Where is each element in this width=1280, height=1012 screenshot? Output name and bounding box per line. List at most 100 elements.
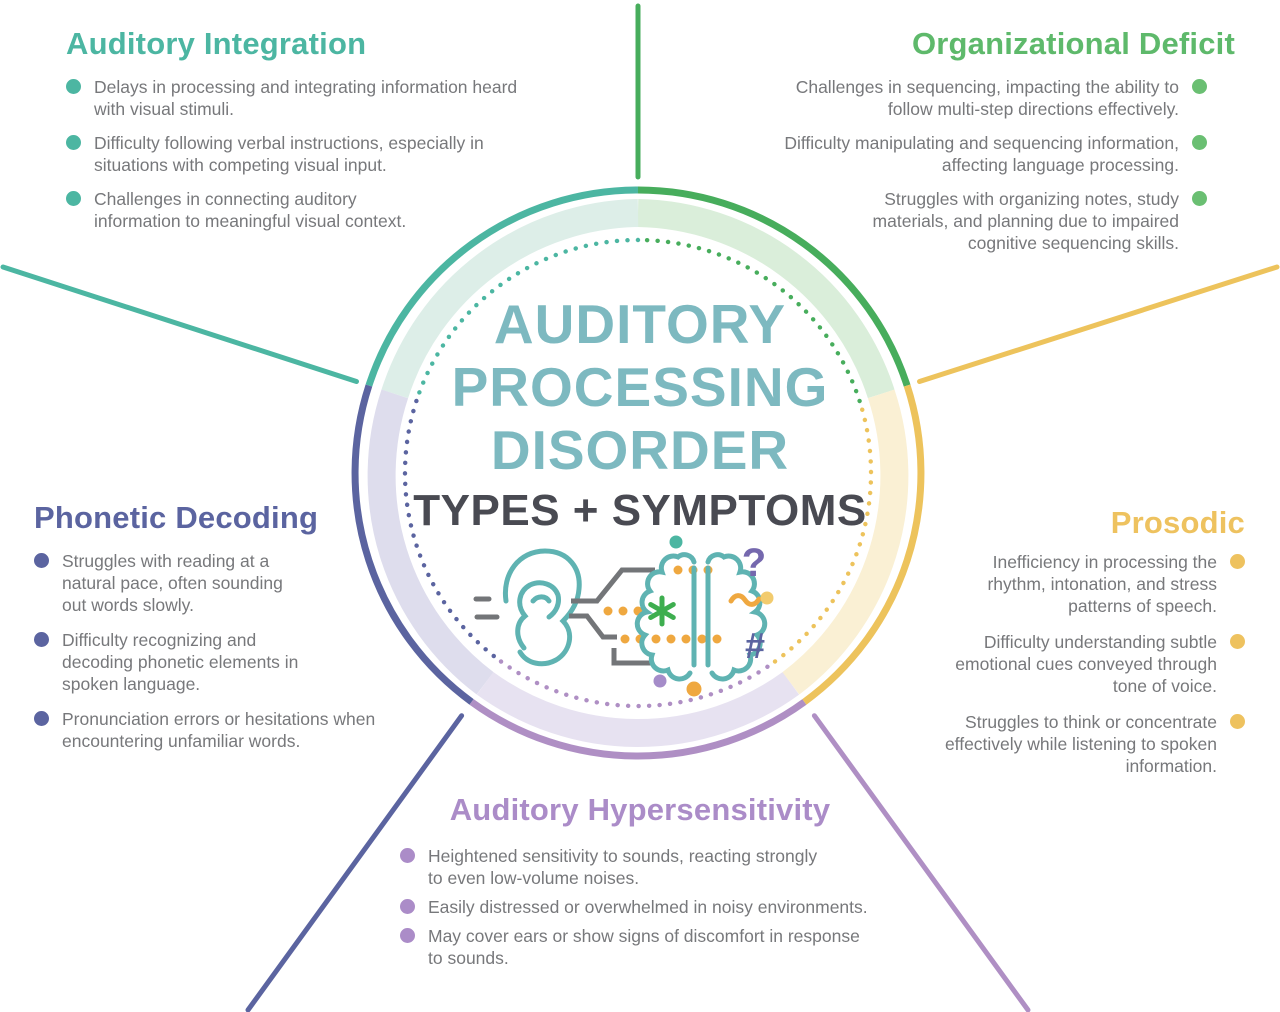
ring-arc-purple bbox=[469, 699, 807, 760]
dotted-arc-teal bbox=[414, 237, 641, 404]
bullet-dot bbox=[66, 135, 81, 150]
bullet-text: Difficulty following verbal instructions… bbox=[94, 133, 484, 175]
signal-dot bbox=[712, 634, 722, 644]
signal-dot bbox=[673, 565, 683, 575]
circuit-line bbox=[569, 613, 617, 640]
bullet-text: Pronunciation errors or hesitations when… bbox=[62, 709, 376, 751]
list-item: Struggles with reading at a natural pace… bbox=[34, 550, 454, 616]
bullet-text: Struggles with reading at a natural pace… bbox=[62, 551, 283, 615]
bullet-dot bbox=[1192, 135, 1207, 150]
bullet-dot bbox=[1192, 191, 1207, 206]
list-item: Challenges in connecting auditory inform… bbox=[66, 188, 626, 232]
section-phonetic-decoding: Phonetic Decoding Struggles with reading… bbox=[34, 500, 454, 765]
bullet-text: Struggles to think or concentrate effect… bbox=[944, 712, 1217, 776]
tilde-icon bbox=[728, 593, 762, 607]
list-item: Difficulty following verbal instructions… bbox=[66, 132, 626, 176]
accent-dot-orange bbox=[686, 681, 702, 697]
bullet-dot bbox=[1230, 714, 1245, 729]
title-line-2: PROCESSING bbox=[451, 356, 829, 418]
list-item: Difficulty understanding subtle emotiona… bbox=[845, 631, 1245, 697]
signal-dot bbox=[681, 634, 691, 644]
ear-icon bbox=[502, 548, 582, 667]
bullet-text: Easily distressed or overwhelmed in nois… bbox=[428, 897, 868, 917]
connector-line-yellow bbox=[917, 264, 1280, 384]
section-title-auditory-hypersensitivity: Auditory Hypersensitivity bbox=[449, 792, 831, 827]
sound-dashes-icon bbox=[473, 596, 500, 620]
brain-icon bbox=[634, 552, 768, 682]
bullet-dot bbox=[1192, 79, 1207, 94]
list-item: Difficulty manipulating and sequencing i… bbox=[715, 132, 1207, 176]
bullet-text: Inefficiency in processing the rhythm, i… bbox=[987, 552, 1217, 616]
bullet-dot bbox=[400, 848, 415, 863]
signal-dot bbox=[688, 565, 698, 575]
section-title: Organizational Deficit bbox=[911, 26, 1235, 61]
bullet-dot bbox=[66, 191, 81, 206]
ear-brain-icon: ? # bbox=[473, 535, 774, 697]
signal-dot bbox=[697, 634, 707, 644]
pale-band bbox=[367, 199, 909, 747]
list-item: Difficulty recognizing and decoding phon… bbox=[34, 629, 454, 695]
list-item: Inefficiency in processing the rhythm, i… bbox=[845, 551, 1245, 617]
dotted-arc-purple bbox=[498, 659, 778, 709]
accent-dot-yellow bbox=[760, 591, 774, 605]
section-title: Prosodic bbox=[1110, 505, 1245, 540]
circuit-line bbox=[611, 648, 652, 666]
signal-dot bbox=[703, 565, 713, 575]
section-organizational-deficit: Organizational Deficit Challenges in seq… bbox=[715, 26, 1235, 266]
title-line-1: AUDITORY bbox=[493, 293, 787, 355]
ear-inner-detail bbox=[530, 594, 552, 604]
list-item: Delays in processing and integrating inf… bbox=[66, 76, 626, 120]
signal-dot bbox=[635, 634, 645, 644]
signal-dots bbox=[603, 565, 722, 644]
section-title: Auditory Integration bbox=[66, 26, 367, 61]
bullet-text: Difficulty recognizing and decoding phon… bbox=[62, 630, 299, 694]
bullet-text: Difficulty manipulating and sequencing i… bbox=[784, 133, 1179, 175]
bullet-dot bbox=[1230, 634, 1245, 649]
circuit-lines-icon bbox=[569, 567, 655, 666]
bullet-text: Heightened sensitivity to sounds, reacti… bbox=[428, 846, 818, 888]
list-item: Easily distressed or overwhelmed in nois… bbox=[400, 896, 960, 918]
bullet-dot bbox=[34, 632, 49, 647]
list-item: Struggles to think or concentrate effect… bbox=[845, 711, 1245, 777]
bullet-dot bbox=[400, 928, 415, 943]
list-item: Heightened sensitivity to sounds, reacti… bbox=[400, 845, 960, 889]
circuit-line bbox=[571, 567, 655, 604]
bullet-text: Challenges in connecting auditory inform… bbox=[94, 189, 407, 231]
signal-dot bbox=[666, 634, 676, 644]
pale-band-purple bbox=[476, 671, 800, 747]
ear-inner-spiral bbox=[515, 580, 561, 651]
bullet-text: Difficulty understanding subtle emotiona… bbox=[955, 632, 1217, 696]
accent-dot-teal bbox=[669, 535, 683, 549]
section-title: Phonetic Decoding bbox=[34, 500, 319, 535]
section-prosodic: Prosodic Inefficiency in processing the … bbox=[845, 505, 1245, 791]
question-mark-icon: ? bbox=[742, 541, 766, 585]
title-line-3: DISORDER bbox=[490, 419, 790, 481]
list-item: Challenges in sequencing, impacting the … bbox=[715, 76, 1207, 120]
ear-outline bbox=[502, 548, 582, 667]
asterisk-icon bbox=[648, 602, 676, 620]
brain-right-hemisphere bbox=[705, 552, 768, 682]
bullet-dot bbox=[66, 79, 81, 94]
bullet-text: Challenges in sequencing, impacting the … bbox=[795, 77, 1179, 119]
asterisk-icon bbox=[648, 602, 676, 620]
bullet-dot bbox=[400, 899, 415, 914]
bullet-dot bbox=[34, 553, 49, 568]
list-item: Pronunciation errors or hesitations when… bbox=[34, 708, 454, 752]
dotted-ring bbox=[402, 237, 874, 709]
bullet-text: Struggles with organizing notes, study m… bbox=[872, 189, 1179, 253]
connector-line-teal bbox=[0, 264, 359, 384]
section-auditory-hypersensitivity: Heightened sensitivity to sounds, reacti… bbox=[400, 845, 960, 976]
bullet-dot bbox=[1230, 554, 1245, 569]
signal-dot bbox=[620, 634, 630, 644]
signal-dot bbox=[633, 606, 643, 616]
list-item: May cover ears or show signs of discomfo… bbox=[400, 925, 960, 969]
bullet-text: Delays in processing and integrating inf… bbox=[94, 77, 518, 119]
signal-dot bbox=[603, 606, 613, 616]
brain-symbols bbox=[648, 593, 762, 627]
signal-dot bbox=[618, 606, 628, 616]
bullet-dot bbox=[34, 711, 49, 726]
bullet-text: May cover ears or show signs of discomfo… bbox=[428, 926, 860, 968]
list-item: Struggles with organizing notes, study m… bbox=[715, 188, 1207, 254]
signal-dot bbox=[651, 634, 661, 644]
